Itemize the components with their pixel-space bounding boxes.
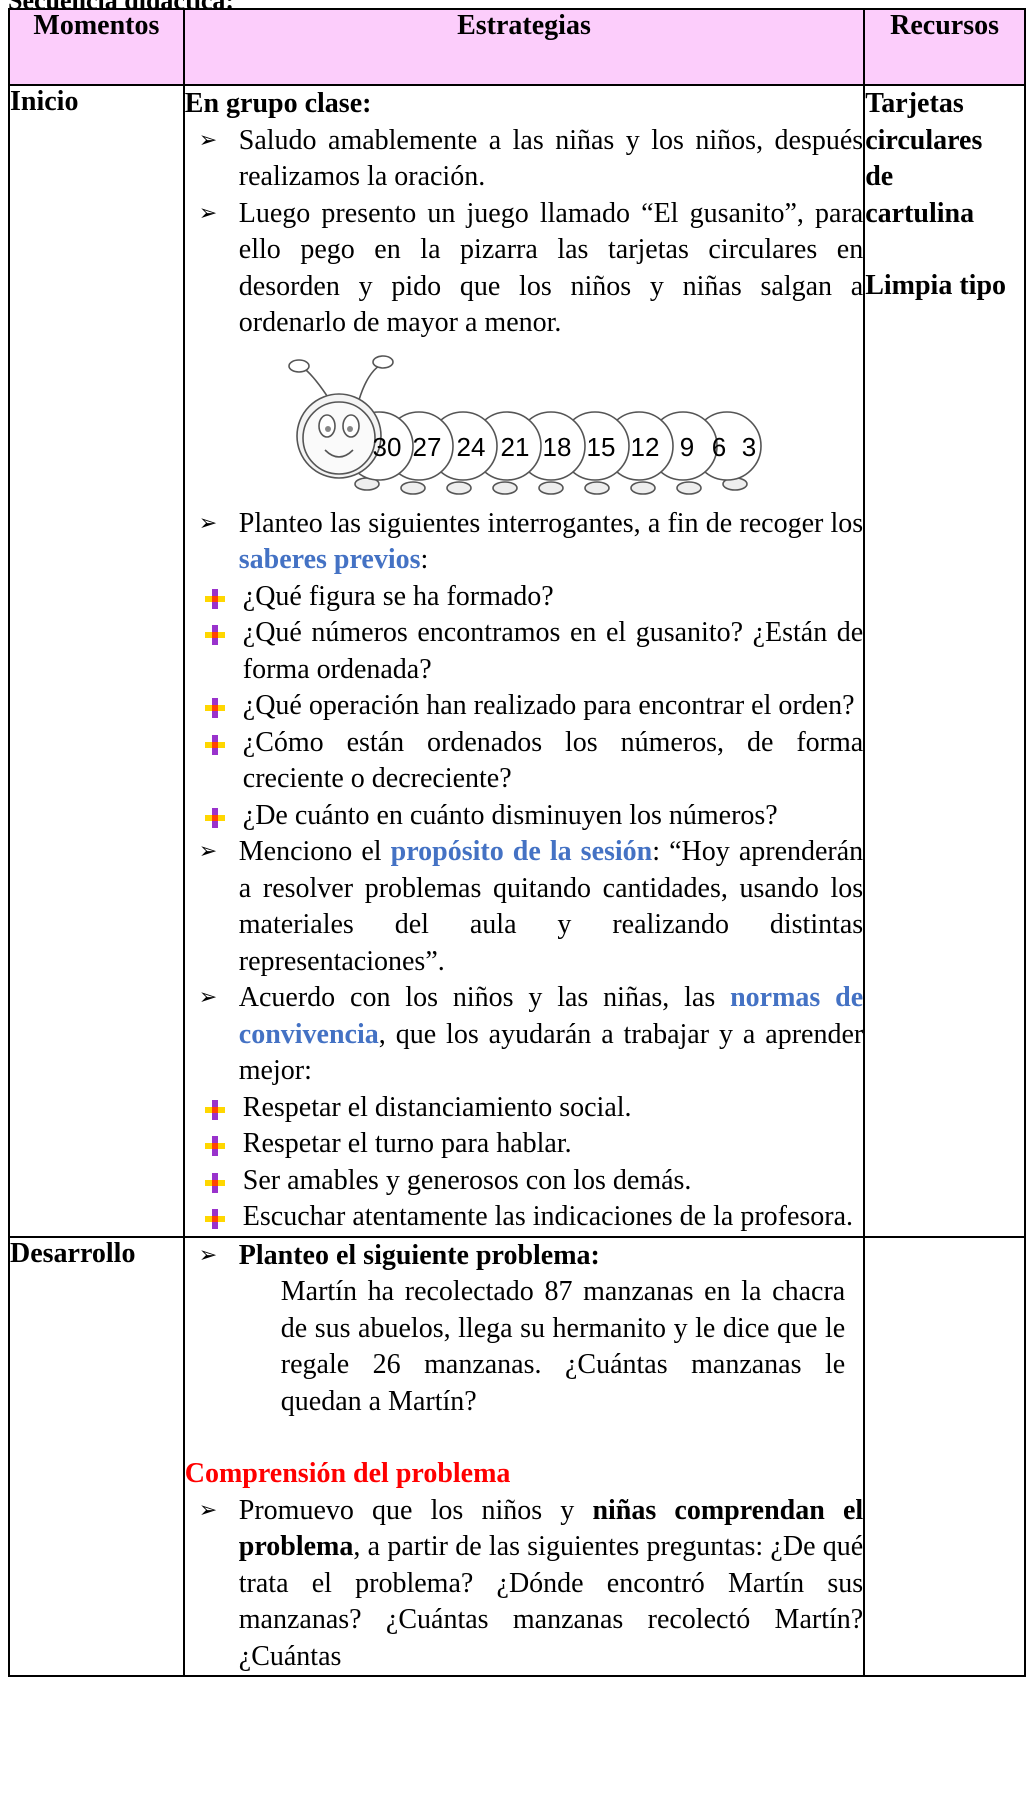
strategy-questions: Planteo las siguientes interrogantes, a … <box>185 506 863 579</box>
strategy-list: Planteo las siguientes interrogantes, a … <box>185 506 863 579</box>
text-span: Acuerdo con los niños y las niñas, las <box>238 982 731 1013</box>
question-text: ¿Qué números encontramos en el gusanito?… <box>242 617 864 685</box>
norms-list: Respetar el distanciamiento social. Resp… <box>193 1090 863 1236</box>
caterpillar-number: 21 <box>500 432 529 462</box>
question-text: ¿De cuánto en cuánto disminuyen los núme… <box>242 799 778 831</box>
cross-bullet-icon <box>204 1136 225 1156</box>
text-span: , a partir de las siguientes preguntas: … <box>238 1531 864 1672</box>
question-item: ¿Qué figura se ha formado? <box>193 579 863 616</box>
resource-line: de <box>865 161 894 192</box>
caterpillar-number: 15 <box>586 432 615 462</box>
norm-text: Respetar el distanciamiento social. <box>242 1091 632 1123</box>
strategy-list: Planteo el siguiente problema: <box>185 1238 863 1275</box>
text-span: Promuevo que los niños y <box>238 1494 593 1526</box>
resource-limpia-tipo: Limpia tipo <box>865 270 1007 301</box>
caterpillar-number: 18 <box>542 432 571 462</box>
cross-bullet-icon <box>204 1099 225 1120</box>
norm-item: Respetar el distanciamiento social. <box>193 1090 863 1127</box>
comprehension-bold: niñas comprendan el problema <box>238 1494 864 1563</box>
strategy-norms: Acuerdo con los niños y las niñas, las n… <box>185 980 863 1090</box>
purpose-highlight: propósito de la sesión <box>390 836 653 867</box>
caterpillar-number: 12 <box>630 432 659 462</box>
header-momentos: Momentos <box>8 8 185 86</box>
problem-text: Martín ha recolectado 87 manzanas en la … <box>280 1276 846 1417</box>
resource-line: Tarjetas <box>865 88 964 119</box>
caterpillar-image: 30 27 24 21 18 15 12 9 6 3 <box>287 354 762 495</box>
question-item: ¿De cuánto en cuánto disminuyen los núme… <box>193 798 863 835</box>
moment-desarrollo: Desarrollo <box>8 1235 185 1677</box>
resources-desarrollo <box>863 1235 1026 1677</box>
caterpillar-number: 3 <box>742 432 756 462</box>
text-span: , que los ayudarán a trabajar y a aprend… <box>238 1018 864 1087</box>
norm-text: Ser amables y generosos con los demás. <box>242 1164 692 1196</box>
row-inicio: Inicio En grupo clase: Saludo amablement… <box>8 84 1026 1238</box>
question-list: ¿Qué figura se ha formado? ¿Qué números … <box>193 579 863 835</box>
strategy-list: Menciono el propósito de la sesión: “Hoy… <box>185 834 863 1090</box>
row-desarrollo: Desarrollo Planteo el siguiente problema… <box>8 1235 1026 1677</box>
strategy-greeting: Saludo amablemente a las niñas y los niñ… <box>185 123 863 196</box>
caterpillar-number: 27 <box>412 432 441 462</box>
header-recursos: Recursos <box>863 8 1026 86</box>
resources-inicio: Tarjetas circulares de cartulina Limpia … <box>863 84 1026 1238</box>
strategy-problem-intro: Planteo el siguiente problema: <box>185 1238 863 1275</box>
caterpillar-number: 6 <box>712 432 726 462</box>
group-title: En grupo clase: <box>184 88 372 119</box>
norm-item: Ser amables y generosos con los demás. <box>193 1163 863 1200</box>
strategies-inicio: En grupo clase: Saludo amablemente a las… <box>182 84 866 1238</box>
cross-bullet-icon <box>204 807 225 828</box>
strategy-purpose: Menciono el propósito de la sesión: “Hoy… <box>185 834 863 980</box>
header-estrategias: Estrategias <box>182 8 866 86</box>
cross-bullet-icon <box>204 1172 225 1193</box>
cross-bullet-icon <box>204 588 225 609</box>
norm-text: Escuchar atentamente las indicaciones de… <box>242 1201 854 1232</box>
question-text: ¿Qué operación han realizado para encont… <box>242 690 855 721</box>
question-item: ¿Qué operación han realizado para encont… <box>193 688 863 725</box>
text-span: Planteo las siguientes interrogantes, a … <box>238 507 864 539</box>
cross-bullet-icon <box>204 698 225 718</box>
norms-highlight: normas de convivencia <box>238 982 864 1050</box>
strategy-list: Saludo amablemente a las niñas y los niñ… <box>185 123 863 342</box>
norm-item: Escuchar atentamente las indicaciones de… <box>193 1199 863 1236</box>
norm-text: Respetar el turno para hablar. <box>242 1128 572 1159</box>
text-span: : “Hoy aprenderán a resolver problemas q… <box>238 836 864 977</box>
norm-item: Respetar el turno para hablar. <box>193 1126 863 1163</box>
strategy-list: Promuevo que los niños y niñas comprenda… <box>185 1493 863 1676</box>
caterpillar-number: 24 <box>456 432 485 462</box>
text-span: Menciono el <box>238 836 391 867</box>
caterpillar-number: 9 <box>680 432 694 462</box>
cross-bullet-icon <box>204 734 225 755</box>
resource-line: cartulina <box>865 197 975 229</box>
strategy-comprehension: Promuevo que los niños y niñas comprenda… <box>185 1493 863 1676</box>
question-text: ¿Qué figura se ha formado? <box>242 580 554 612</box>
question-item: ¿Cómo están ordenados los números, de fo… <box>193 725 863 798</box>
saberes-previos-highlight: saberes previos <box>238 544 421 575</box>
moment-inicio: Inicio <box>8 84 185 1238</box>
strategy-game: Luego presento un juego llamado “El gusa… <box>185 196 863 342</box>
didactic-sequence-table: Momentos Estrategias Recursos Inicio En … <box>8 8 1026 1677</box>
table-header-row: Momentos Estrategias Recursos <box>8 8 1026 86</box>
strategies-desarrollo: Planteo el siguiente problema: Martín ha… <box>182 1235 866 1677</box>
cross-bullet-icon <box>204 1209 225 1229</box>
cross-bullet-icon <box>204 625 225 645</box>
caterpillar-number: 30 <box>372 432 401 462</box>
text-span: : <box>420 544 429 575</box>
question-item: ¿Qué números encontramos en el gusanito?… <box>193 615 863 688</box>
question-text: ¿Cómo están ordenados los números, de fo… <box>242 726 864 795</box>
section-title-comprension: Comprensión del problema <box>184 1458 511 1489</box>
resource-line: circulares <box>865 124 983 156</box>
